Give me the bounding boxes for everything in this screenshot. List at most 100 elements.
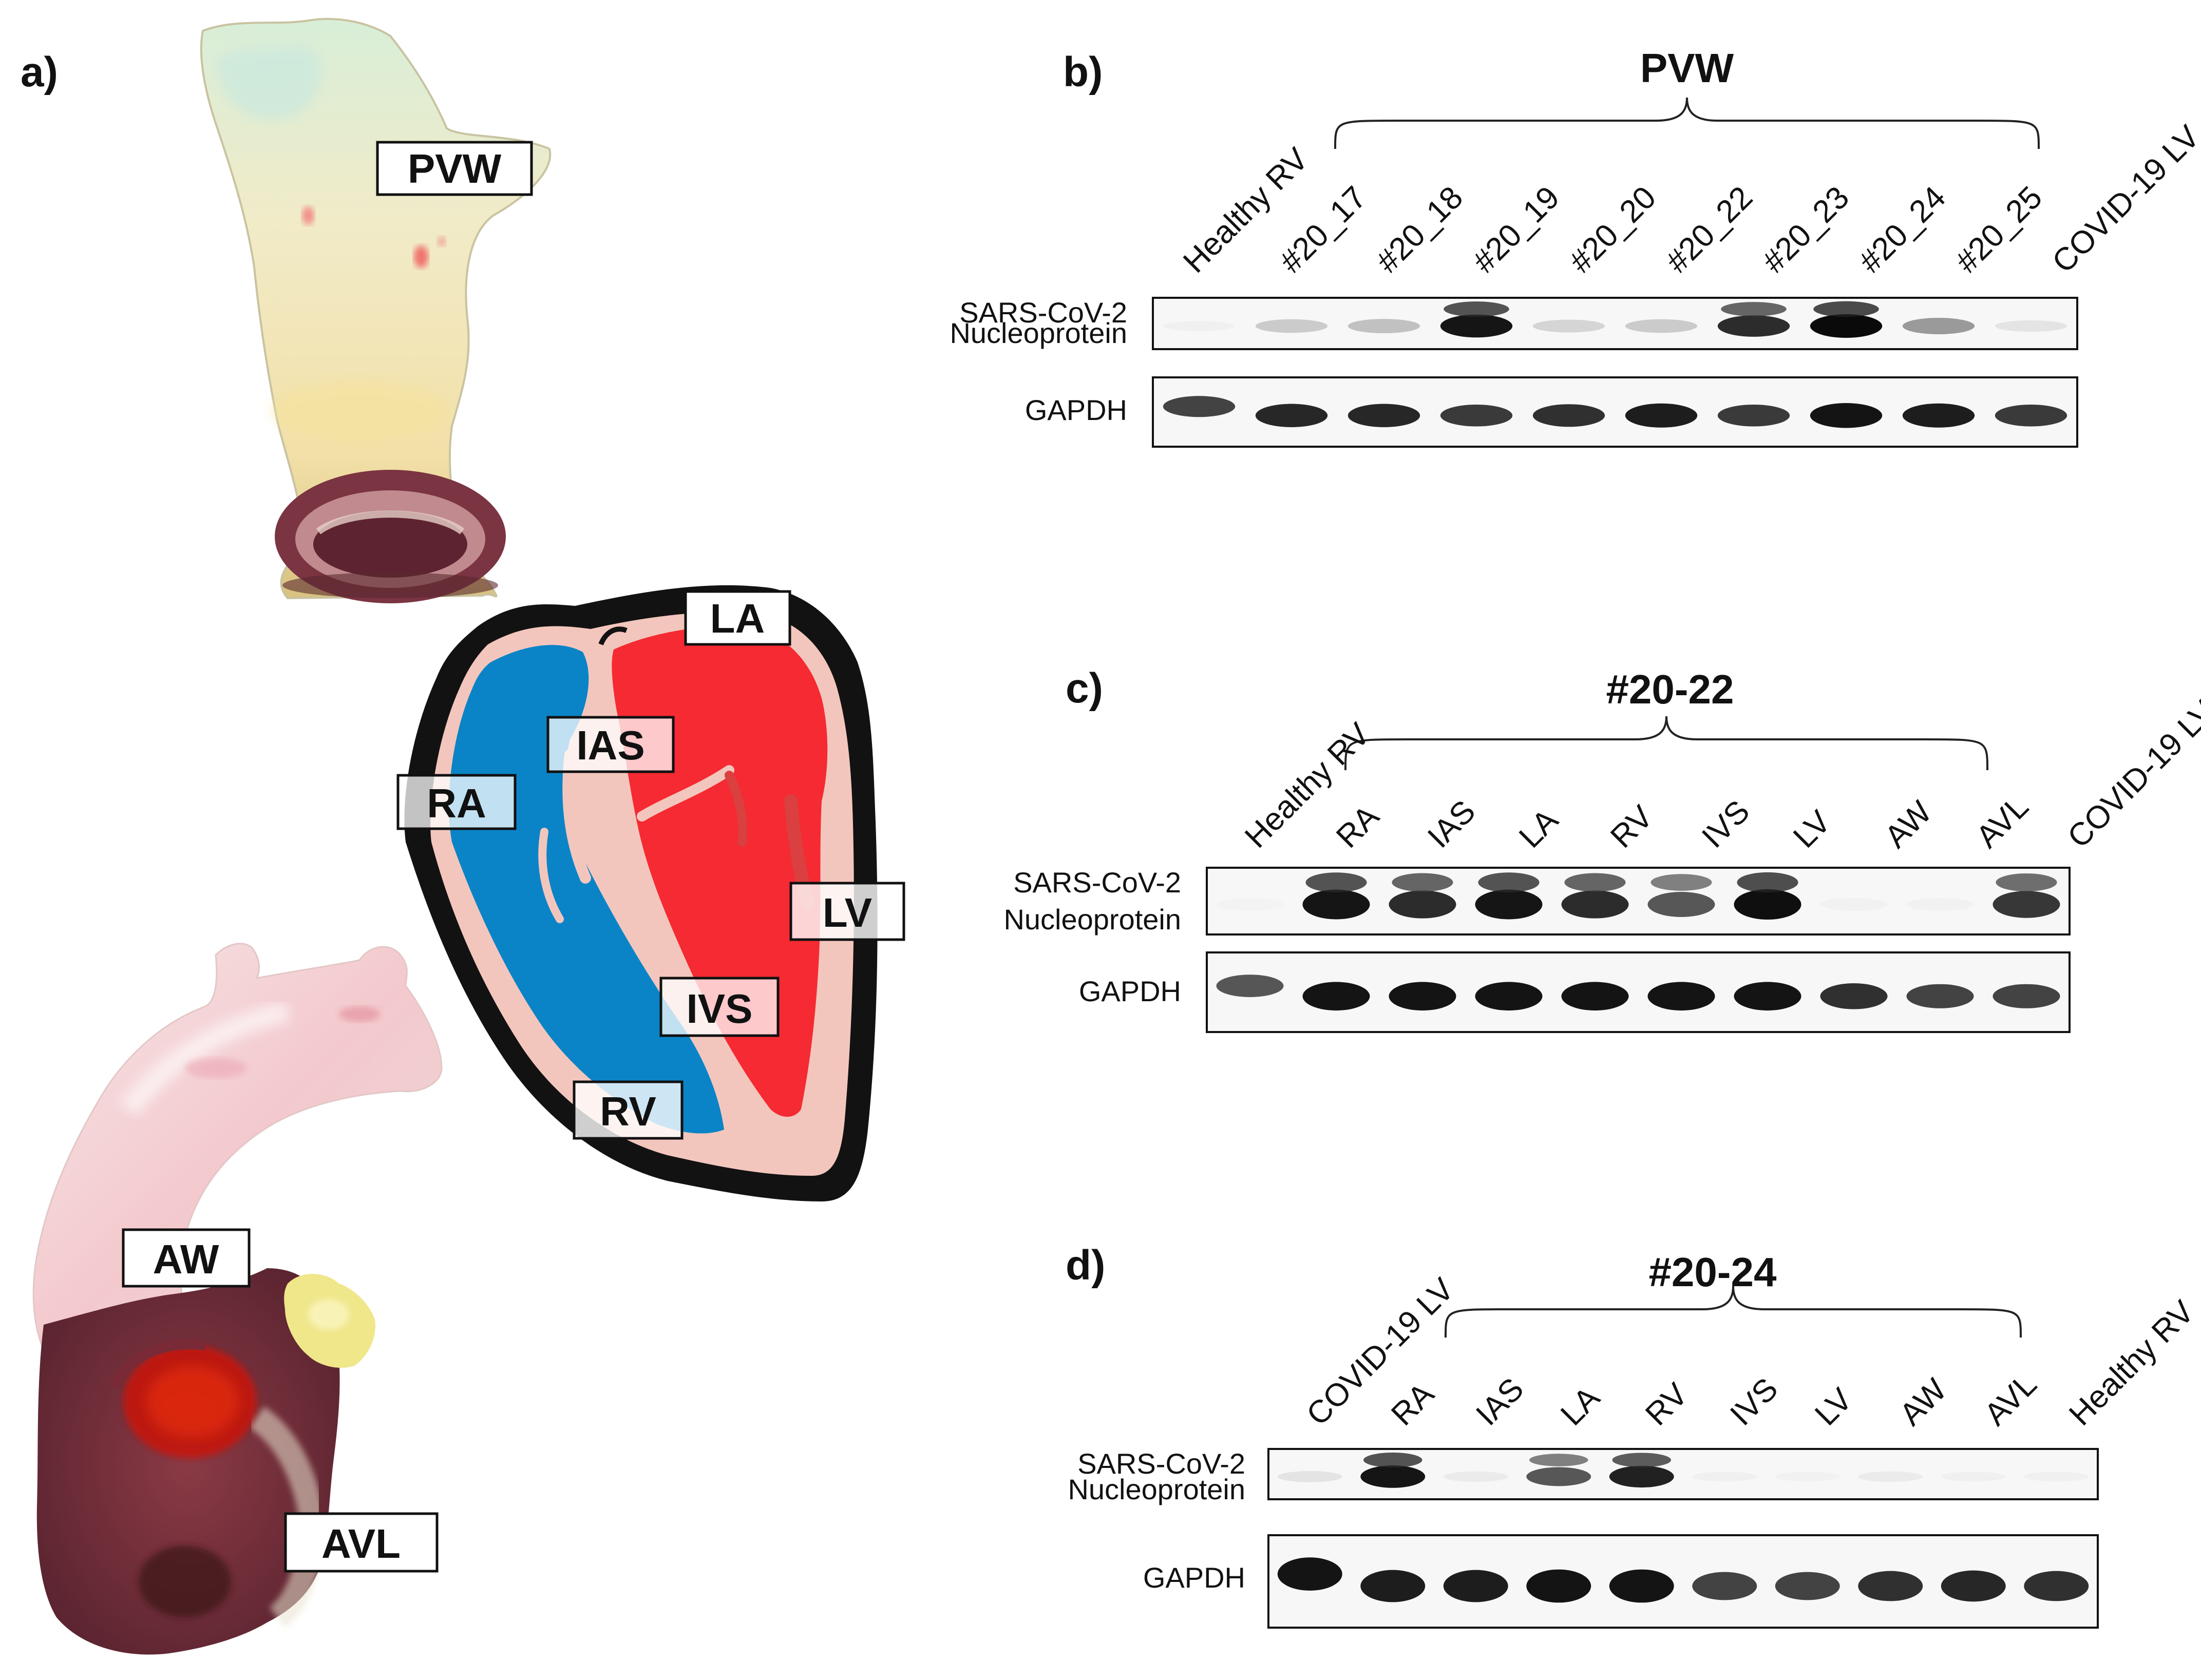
gapdh-band (1302, 982, 1370, 1011)
nucleoprotein-band (1692, 1472, 1757, 1482)
pvw-tissue-photo (200, 17, 552, 603)
lane-label: AW (1878, 794, 1939, 855)
gapdh-band (1775, 1572, 1840, 1600)
nucleoprotein-band (1163, 321, 1236, 331)
gapdh-band (1902, 403, 1975, 428)
nucleoprotein-band-upper (1305, 872, 1367, 892)
blot-panel-letter: b) (1063, 49, 1103, 96)
lane-label: LA (1554, 1380, 1607, 1433)
row-label-gapdh: GAPDH (1143, 1561, 1245, 1594)
gapdh-band (1443, 1570, 1508, 1602)
nucleoprotein-band (1734, 889, 1801, 920)
lane-label: #20_23 (1756, 180, 1856, 280)
ias-label: IAS (576, 722, 644, 768)
gapdh-band (2024, 1571, 2089, 1601)
gapdh-band (1389, 982, 1456, 1011)
gapdh-band (1692, 1572, 1757, 1600)
gapdh-band (1360, 1570, 1426, 1602)
lane-label: IVS (1695, 793, 1756, 854)
nucleoprotein-band (1647, 892, 1715, 917)
nucleoprotein-band (1993, 891, 2060, 918)
nucleoprotein-band (1440, 314, 1513, 338)
sample-group-brace (1445, 1286, 2022, 1338)
nucleoprotein-band (1443, 1471, 1508, 1482)
ivs-label: IVS (687, 986, 753, 1032)
nucleoprotein-band (1561, 890, 1629, 919)
nucleoprotein-band (1389, 890, 1456, 919)
ra-label: RA (427, 780, 486, 826)
nucleoprotein-band-upper (1996, 873, 2057, 892)
gapdh-band (1532, 404, 1605, 427)
gapdh-band (1820, 983, 1888, 1009)
nucleoprotein-band-upper (1564, 873, 1626, 892)
nucleoprotein-band (1360, 1465, 1426, 1488)
row-label-nucleoprotein: Nucleoprotein (950, 317, 1127, 349)
lane-label: RA (1330, 798, 1386, 855)
nucleoprotein-band-upper (1444, 301, 1509, 317)
ias-label-box (546, 716, 675, 773)
rv-label: RV (600, 1089, 656, 1134)
lane-label: #20_24 (1852, 180, 1952, 280)
gapdh-band (1906, 984, 1974, 1008)
gapdh-band (1993, 984, 2060, 1008)
nucleoprotein-band (1255, 319, 1328, 333)
lane-label: COVID-19 LV (1300, 1271, 1461, 1433)
gapdh-band (1216, 975, 1284, 997)
lane-label: #20_22 (1659, 180, 1759, 280)
nucleoprotein-band-upper (1650, 874, 1712, 891)
row-label-sars-cov-2: SARS-CoV-2 (959, 296, 1127, 329)
lane-label: #20_17 (1273, 180, 1373, 280)
nucleoprotein-band (1995, 320, 2067, 332)
gapdh-band (1717, 404, 1790, 427)
lane-label: LA (1512, 802, 1565, 855)
lane-label: COVID-19 LV (2045, 119, 2201, 280)
nucleoprotein-band (1532, 319, 1605, 333)
right-heart-chambers (449, 645, 724, 1134)
nucleoprotein-band (1717, 315, 1790, 337)
lane-label: IAS (1469, 1371, 1530, 1432)
gapdh-band (1734, 982, 1801, 1011)
blot-panel-letter: d) (1066, 1242, 1105, 1289)
nucleoprotein-band-upper (1392, 873, 1453, 892)
gapdh-band (1440, 404, 1513, 427)
nucleoprotein-band (1348, 319, 1420, 333)
nucleoprotein-band-upper (1813, 301, 1879, 317)
aw-label-box (122, 1228, 251, 1288)
nucleoprotein-band (1625, 319, 1698, 333)
nucleoprotein-band (1526, 1467, 1591, 1486)
aw-label: AW (153, 1236, 219, 1282)
avl-label-box (284, 1512, 439, 1573)
pvw-label: PVW (408, 146, 502, 192)
nucleoprotein-band (1277, 1471, 1342, 1482)
nucleoprotein-band (1906, 898, 1974, 911)
nucleoprotein-band-upper (1737, 872, 1798, 893)
lane-label: RA (1384, 1376, 1441, 1433)
lane-label: Healthy RV (2062, 1294, 2201, 1433)
nucleoprotein-band (1302, 889, 1370, 920)
gapdh-band (1625, 403, 1698, 428)
sample-group-brace (1344, 716, 1988, 771)
lane-label: LV (1808, 1381, 1860, 1433)
lane-label: IVS (1723, 1371, 1785, 1432)
la-label: LA (710, 596, 765, 641)
nucleoprotein-band (1941, 1472, 2006, 1482)
nucleoprotein-band-upper (1363, 1452, 1422, 1468)
nucleoprotein-band-upper (1529, 1454, 1588, 1466)
lane-label: RV (1604, 799, 1660, 855)
nucleoprotein-band (1609, 1465, 1674, 1488)
lane-label: #20_20 (1563, 180, 1663, 280)
lane-label: LV (1787, 804, 1838, 855)
nucleoprotein-band (1775, 1472, 1840, 1482)
row-label-sars-cov-2: SARS-CoV-2 (1013, 866, 1181, 899)
lane-label: #20_19 (1466, 180, 1566, 280)
lane-label: #20_25 (1949, 180, 2049, 280)
nucleoprotein-band (1216, 898, 1284, 911)
gapdh-band (1475, 982, 1543, 1011)
gapdh-band (1163, 396, 1236, 417)
row-label-gapdh: GAPDH (1079, 975, 1181, 1007)
gapdh-band (1810, 403, 1883, 428)
nucleoprotein-band (1858, 1471, 1923, 1482)
